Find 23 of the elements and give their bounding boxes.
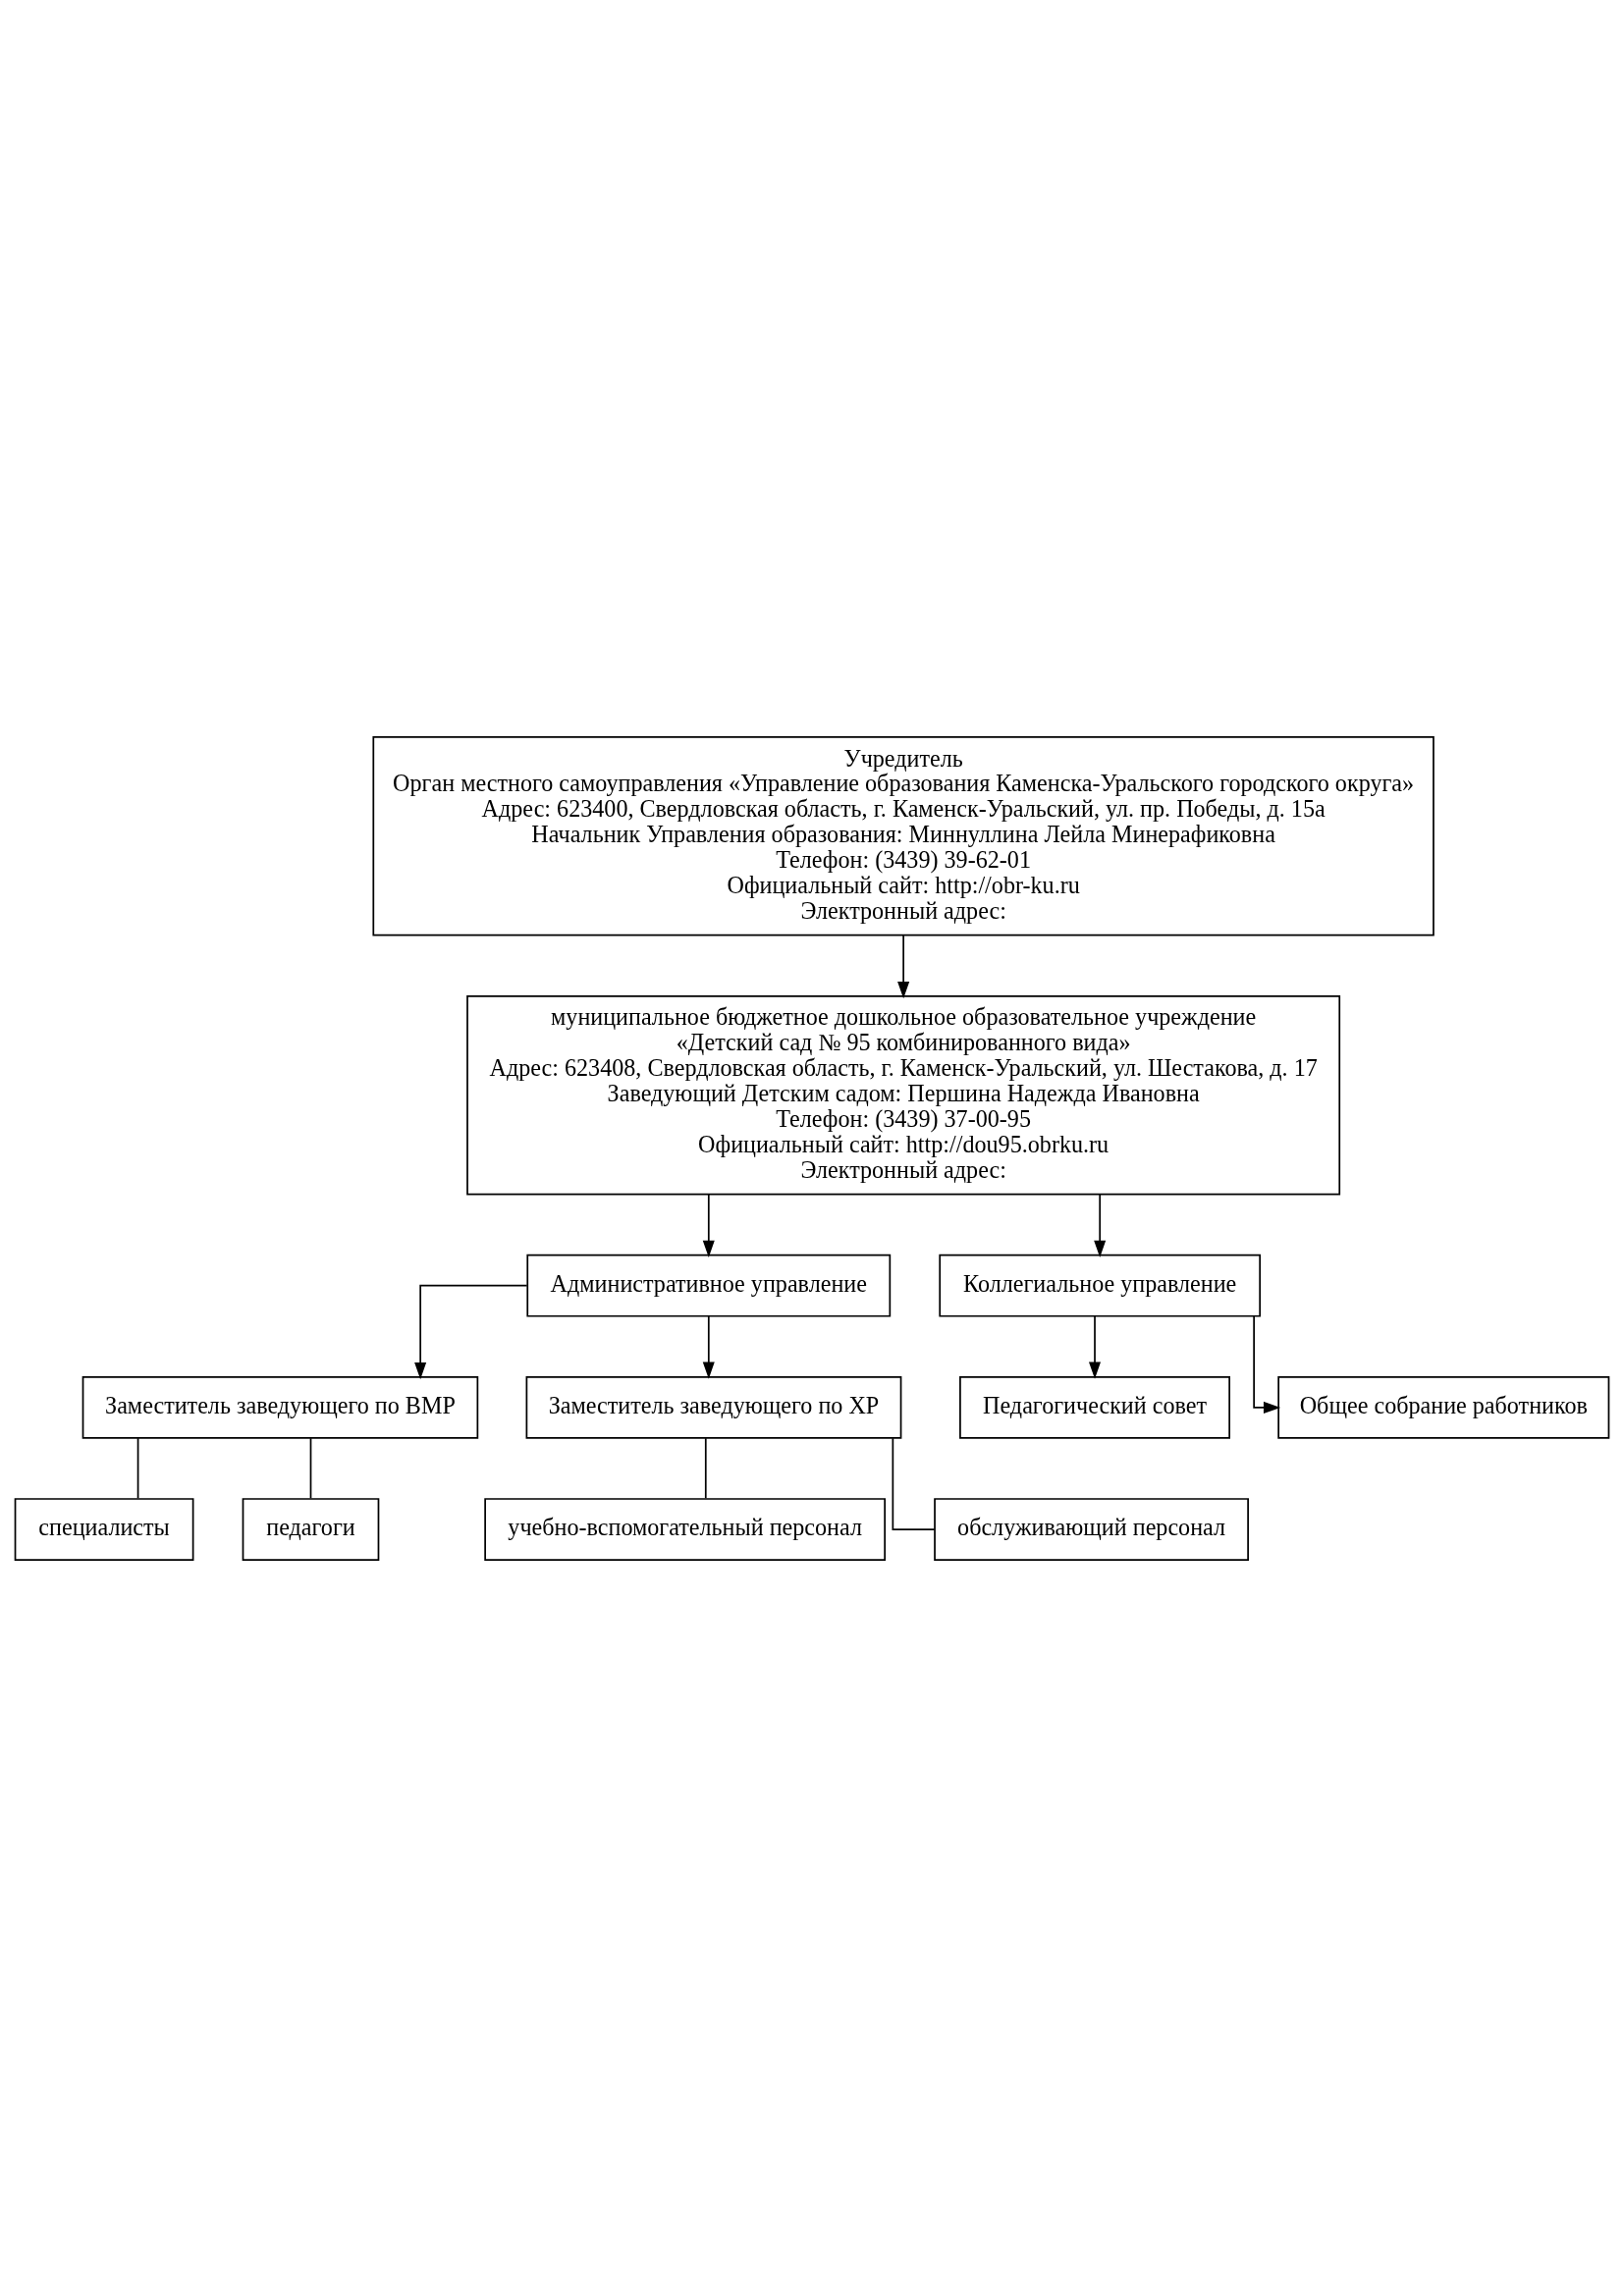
node-box: Общее собрание работников [1277, 1375, 1610, 1439]
node-box: муниципальное бюджетное дошкольное образовательное учреждение «Детский сад № 95 комбинированного вида» Адрес: 623408, Свердловская область, г. Каменск-Уральский, ул. Шестакова, д. 17 Заведующий Детским садом: Першина Надежда Ивановна Телефон: (3439) 37-00-95 Официальный сайт: http://dou95.obrku.ru Электронный адрес: [466, 994, 1341, 1195]
connector [892, 1436, 936, 1530]
node-box: Педагогический совет [959, 1375, 1230, 1439]
connector [309, 1436, 312, 1499]
arrow [1089, 1314, 1102, 1379]
arrow [702, 1193, 715, 1257]
arrow [414, 1284, 528, 1379]
arrow [897, 934, 910, 998]
arrow [1094, 1193, 1107, 1257]
node-box: Учредитель Орган местного самоуправления «Управление образования Каменска-Уральского городского округа» Адрес: 623400, Свердловская область, г. Каменск-Уральский, ул. пр. Победы, д. 15а Начальник Управления образования: Миннуллина Лейла Минерафиковна Телефон: (3439) 39-62-01 Официальный сайт: http://obr-ku.ru Электронный адрес: [372, 735, 1435, 936]
node-box: Административное управление [526, 1254, 892, 1317]
node-box: учебно-вспомогательный персонал [484, 1497, 886, 1561]
connector [136, 1436, 139, 1499]
node-box: Коллегиальное управление [939, 1254, 1262, 1317]
node-box: Заместитель заведующего по ХР [525, 1375, 902, 1439]
node-box: педагоги [242, 1497, 380, 1561]
arrow [1253, 1314, 1281, 1414]
node-box: Заместитель заведующего по ВМР [81, 1375, 479, 1439]
connector [704, 1436, 707, 1499]
arrow [702, 1314, 715, 1379]
node-box: обслуживающий персонал [934, 1497, 1249, 1561]
node-box: специалисты [14, 1497, 194, 1561]
